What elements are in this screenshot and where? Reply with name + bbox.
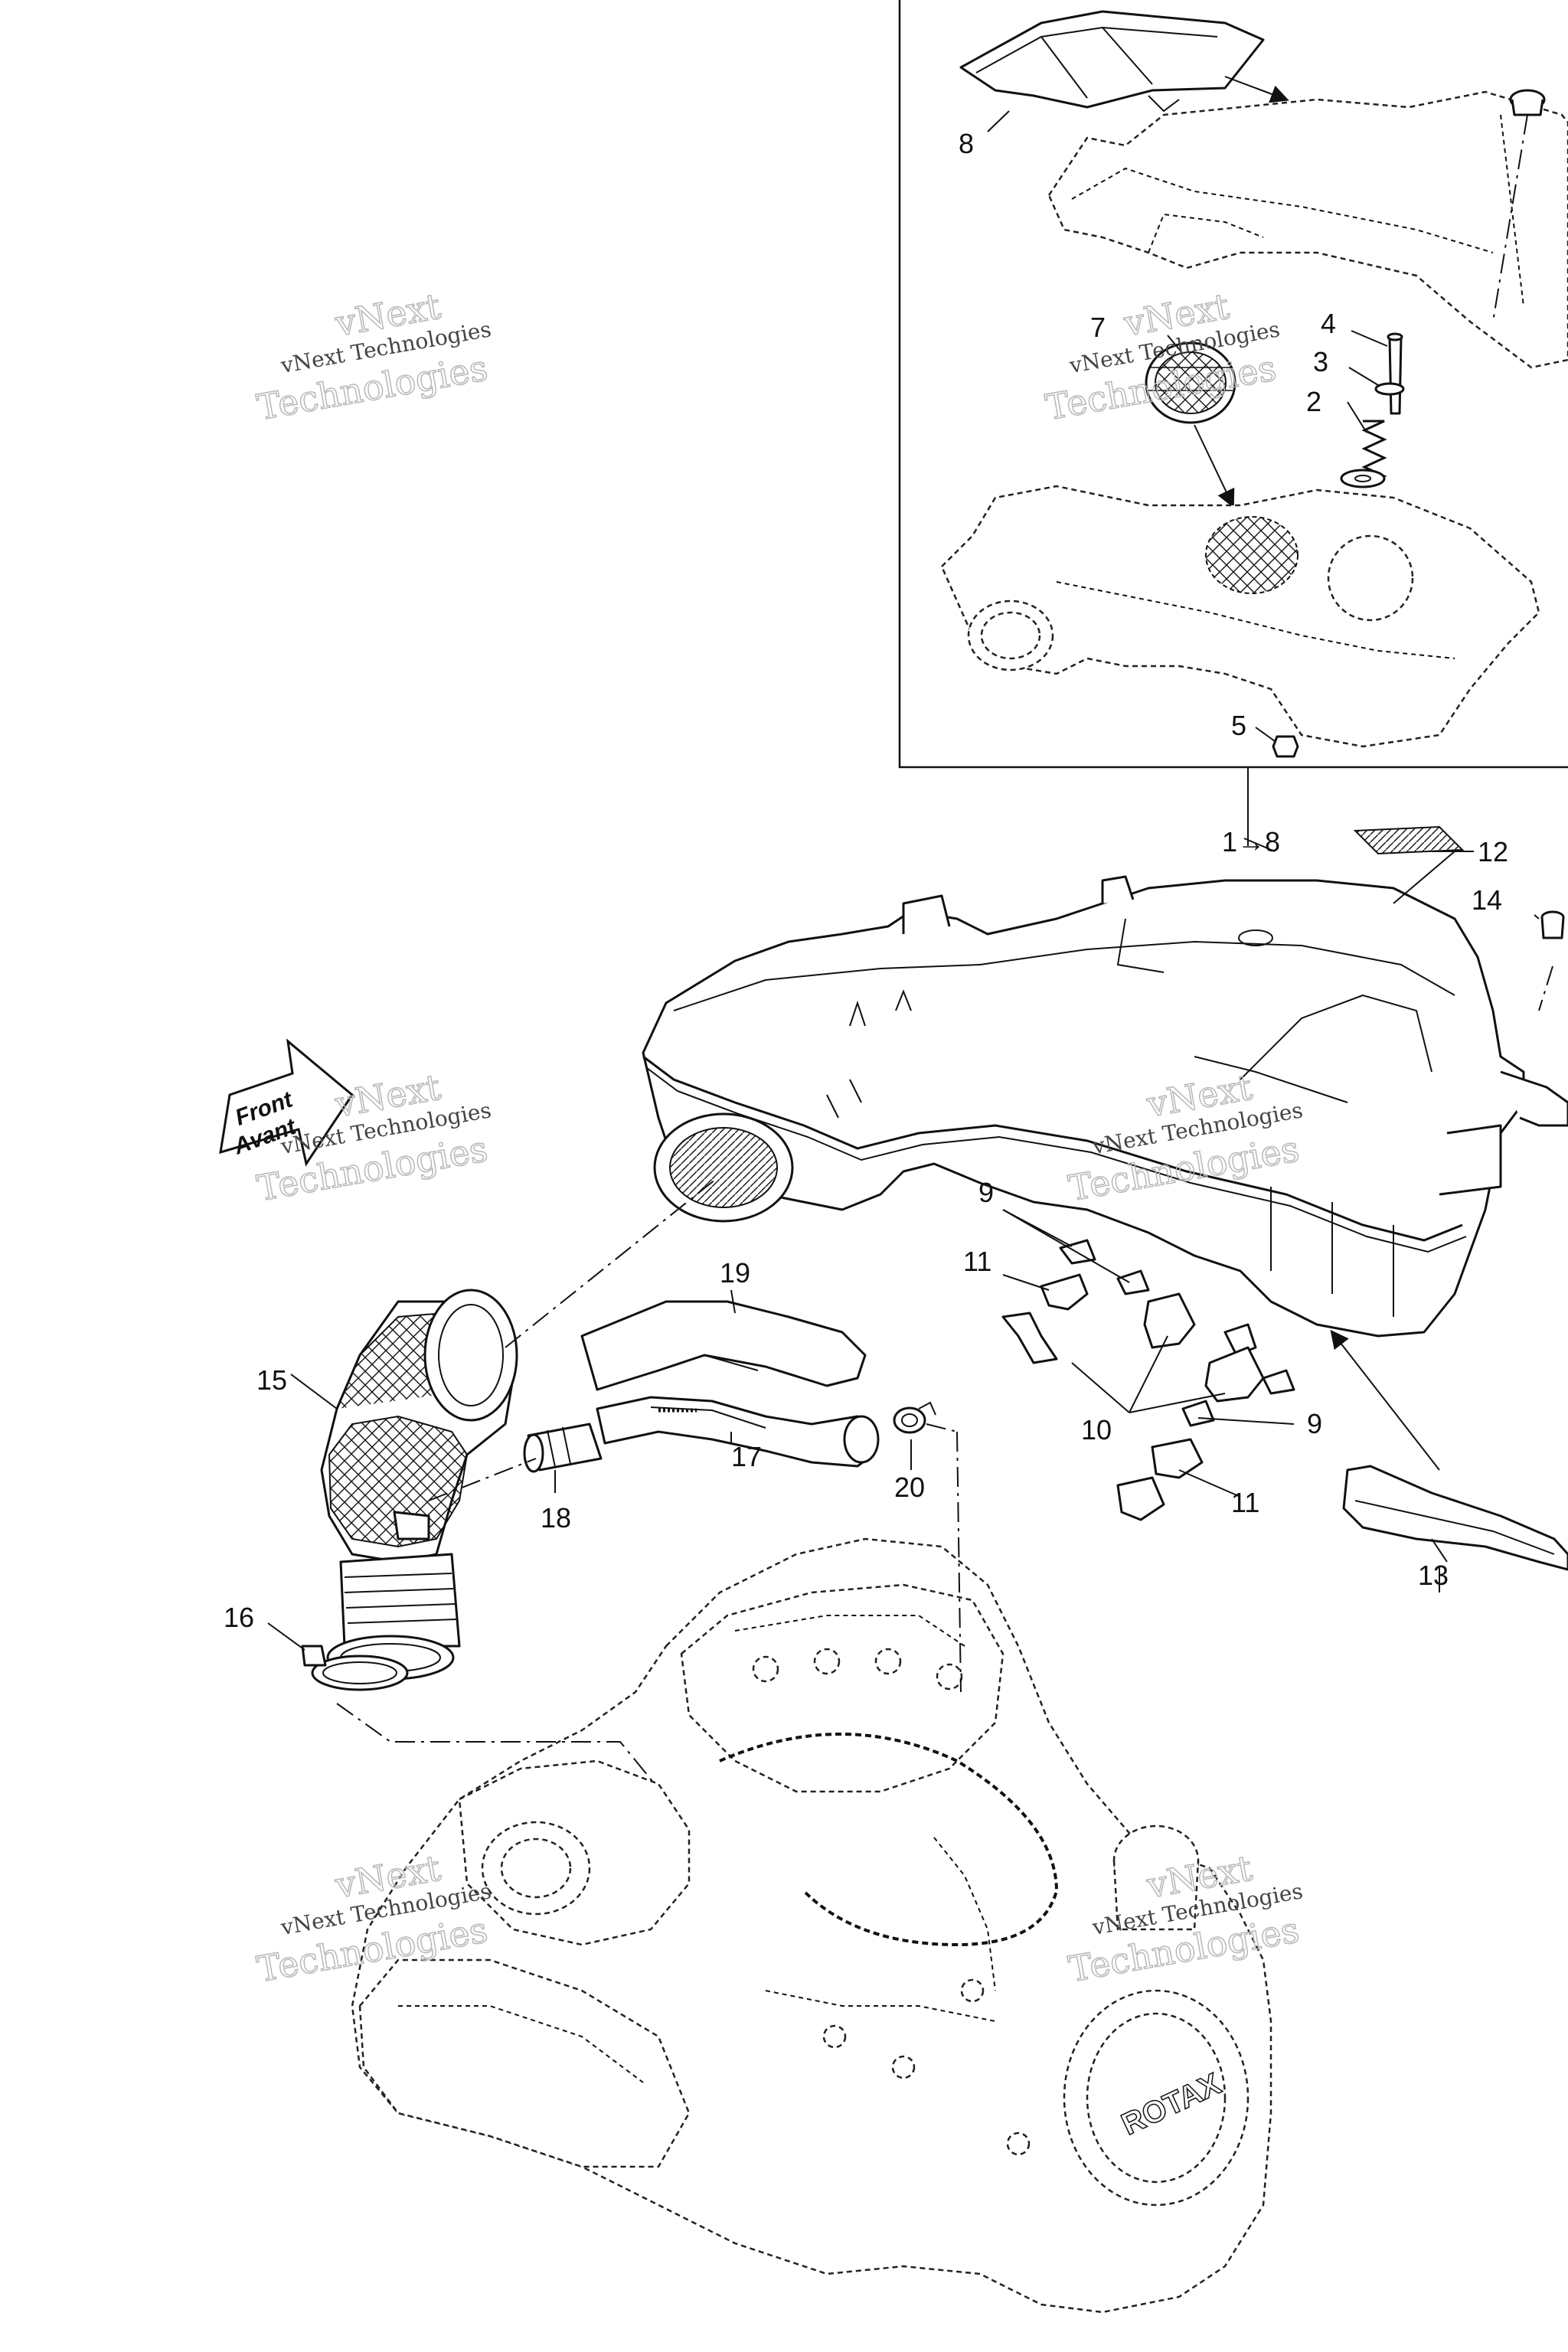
callout-18: 18 — [541, 1502, 571, 1534]
callout-11-lower: 11 — [1231, 1487, 1259, 1518]
part-19-hose — [580, 1300, 867, 1391]
inset-box — [898, 0, 1568, 846]
part-8-cover-shield — [959, 10, 1289, 113]
callout-14: 14 — [1472, 884, 1502, 916]
callout-1-8: 1→8 — [1222, 826, 1280, 858]
part-16-clamp — [301, 1645, 409, 1691]
part-18-fitting — [523, 1423, 603, 1473]
main-airbox — [642, 825, 1568, 1338]
watermark-2: vNext vNext Technologies Technologies — [1042, 285, 1282, 429]
clips-group-lower — [1116, 1346, 1295, 1521]
part-3-washer — [1374, 382, 1405, 396]
engine-assembly: ROTAX — [351, 1537, 1272, 2314]
lower-airbox-inset — [940, 485, 1540, 748]
part-17-hose — [596, 1396, 880, 1468]
spring-seat — [1340, 469, 1386, 488]
callout-8: 8 — [959, 128, 974, 159]
callout-12: 12 — [1478, 836, 1508, 867]
part-5-nut — [1272, 735, 1299, 758]
callout-7: 7 — [1090, 312, 1106, 343]
part-10-grommet-upper — [1143, 1292, 1196, 1349]
part-11-bracket-upper — [1001, 1312, 1058, 1364]
part-11-bracket-lower — [1116, 1476, 1165, 1521]
part-20-clamp — [893, 1401, 936, 1434]
part-1-grommet — [1492, 89, 1546, 322]
alignment-lines — [336, 1178, 962, 1785]
callout-13: 13 — [1418, 1560, 1449, 1591]
part-13-foam-strip — [1330, 1329, 1568, 1571]
part-14-cap — [1538, 910, 1565, 1011]
leader-lines — [267, 110, 1540, 1651]
part-12-label — [1353, 825, 1465, 855]
part-15-intake-elbow — [320, 1289, 518, 1563]
callout-16: 16 — [224, 1602, 254, 1633]
part-11-clip-lower — [1151, 1438, 1204, 1479]
callout-4: 4 — [1321, 308, 1336, 339]
callout-2: 2 — [1306, 386, 1321, 417]
callout-20: 20 — [894, 1472, 925, 1503]
part-10-grommet-lower — [1204, 1346, 1265, 1403]
callout-5: 5 — [1231, 710, 1246, 741]
part-4-bolt — [1387, 332, 1403, 415]
callout-17: 17 — [731, 1441, 762, 1472]
callout-9-lower: 9 — [1307, 1408, 1322, 1439]
callout-19: 19 — [720, 1257, 750, 1289]
part-9-clip-lower — [1262, 1369, 1295, 1395]
callout-10: 10 — [1081, 1414, 1112, 1446]
callout-9-upper: 9 — [978, 1177, 994, 1208]
part-7-grille — [1145, 341, 1236, 508]
arrow-8-to-cover — [1224, 76, 1289, 103]
callout-15: 15 — [256, 1364, 287, 1396]
watermark-1: vNext vNext Technologies Technologies — [253, 285, 493, 429]
callout-11-upper: 11 — [963, 1246, 991, 1277]
callout-3: 3 — [1313, 346, 1328, 377]
part-11-clip-upper — [1040, 1273, 1089, 1311]
part-9-clip-upper-b — [1116, 1269, 1150, 1295]
callout-labels: 8 7 4 3 2 5 1→8 12 14 9 11 10 9 11 13 15… — [224, 128, 1508, 1633]
